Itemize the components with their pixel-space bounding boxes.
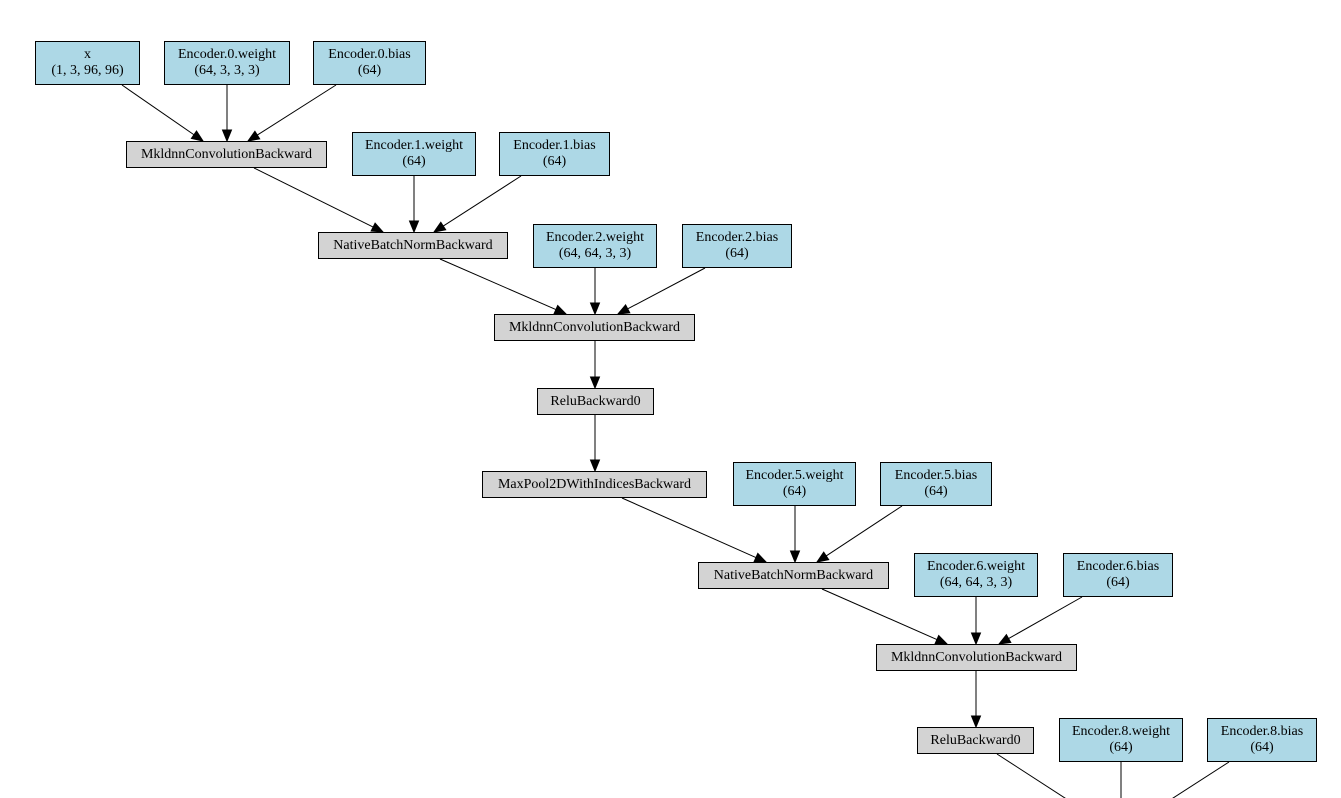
node-label: Encoder.5.bias	[894, 468, 978, 483]
node-mkldnn-convolution-backward-1: MkldnnConvolutionBackward	[126, 141, 327, 168]
edge-bn1-to-conv2	[439, 258, 557, 311]
node-encoder-0-weight: Encoder.0.weight (64, 3, 3, 3)	[164, 41, 290, 85]
node-encoder-6-bias: Encoder.6.bias (64)	[1063, 553, 1173, 597]
arrowhead	[432, 221, 447, 233]
edge-bn2-to-conv3	[821, 588, 938, 641]
node-label: MkldnnConvolutionBackward	[890, 649, 1063, 665]
node-label: Encoder.2.bias	[695, 230, 779, 245]
node-label: Encoder.8.bias	[1220, 724, 1304, 739]
arrowhead	[970, 632, 982, 646]
node-shape: (64)	[542, 154, 567, 169]
node-label: Encoder.2.weight	[546, 230, 644, 245]
node-label: Encoder.6.bias	[1076, 559, 1160, 574]
node-shape: (64)	[1106, 575, 1130, 590]
arrowhead	[589, 302, 601, 316]
node-encoder-5-bias: Encoder.5.bias (64)	[880, 462, 992, 506]
node-x: x (1, 3, 96, 96)	[35, 41, 140, 85]
node-label: Encoder.8.weight	[1072, 724, 1170, 739]
node-shape: (64)	[924, 484, 948, 499]
node-label: Encoder.1.bias	[513, 138, 596, 153]
node-shape: (64)	[725, 246, 749, 261]
node-shape: (64, 64, 3, 3)	[558, 246, 632, 261]
edge-enc6_bias-to-conv3	[1008, 596, 1083, 640]
node-shape: (64)	[1250, 740, 1274, 755]
edge-enc8_bias-to-next_op	[1172, 761, 1230, 798]
edge-enc0_bias-to-conv1	[257, 84, 337, 136]
node-encoder-0-bias: Encoder.0.bias (64)	[313, 41, 426, 85]
node-shape: (64)	[782, 484, 807, 499]
node-label: MaxPool2DWithIndicesBackward	[497, 476, 692, 492]
node-encoder-2-weight: Encoder.2.weight (64, 64, 3, 3)	[533, 224, 657, 268]
node-label: Encoder.5.weight	[745, 468, 844, 483]
node-label: NativeBatchNormBackward	[713, 567, 874, 583]
arrowhead	[370, 222, 385, 233]
node-mkldnn-convolution-backward-3: MkldnnConvolutionBackward	[876, 644, 1077, 671]
arrowhead	[934, 634, 949, 645]
node-native-batch-norm-backward-1: NativeBatchNormBackward	[318, 232, 508, 259]
node-shape: (64, 3, 3, 3)	[194, 63, 260, 78]
node-label: x	[84, 47, 91, 62]
node-encoder-8-bias: Encoder.8.bias (64)	[1207, 718, 1317, 762]
node-label: ReluBackward0	[550, 393, 641, 409]
node-mkldnn-convolution-backward-2: MkldnnConvolutionBackward	[494, 314, 695, 341]
arrowhead	[753, 552, 768, 563]
arrowhead	[553, 304, 568, 315]
arrowhead	[221, 129, 233, 143]
node-encoder-5-weight: Encoder.5.weight (64)	[733, 462, 856, 506]
node-encoder-2-bias: Encoder.2.bias (64)	[682, 224, 792, 268]
arrowhead	[997, 633, 1012, 645]
node-label: Encoder.1.weight	[365, 138, 463, 153]
arrowhead	[246, 130, 261, 142]
edge-x-to-conv1	[121, 84, 195, 136]
edge-conv1-to-bn1	[253, 167, 374, 228]
arrowhead	[408, 220, 420, 234]
edge-enc2_bias-to-conv2	[627, 267, 706, 310]
node-encoder-1-weight: Encoder.1.weight (64)	[352, 132, 476, 176]
arrowhead	[589, 459, 601, 473]
arrowhead	[190, 130, 205, 142]
node-label: Encoder.0.weight	[178, 47, 276, 62]
arrowhead	[616, 304, 631, 315]
edge-enc5_bias-to-bn2	[825, 505, 903, 557]
node-shape: (64, 64, 3, 3)	[939, 575, 1013, 590]
arrowhead	[589, 376, 601, 390]
node-label: Encoder.0.bias	[328, 47, 411, 62]
node-maxpool2d-with-indices-backward: MaxPool2DWithIndicesBackward	[482, 471, 707, 498]
node-encoder-8-weight: Encoder.8.weight (64)	[1059, 718, 1183, 762]
node-shape: (1, 3, 96, 96)	[51, 63, 124, 78]
node-label: MkldnnConvolutionBackward	[508, 319, 681, 335]
node-label: MkldnnConvolutionBackward	[140, 146, 313, 162]
node-relu-backward-2: ReluBackward0	[917, 727, 1034, 754]
arrowhead	[789, 550, 801, 564]
arrowhead	[970, 715, 982, 729]
node-label: NativeBatchNormBackward	[333, 237, 493, 253]
node-relu-backward-1: ReluBackward0	[537, 388, 654, 415]
node-encoder-6-weight: Encoder.6.weight (64, 64, 3, 3)	[914, 553, 1038, 597]
node-native-batch-norm-backward-2: NativeBatchNormBackward	[698, 562, 889, 589]
arrowhead	[815, 551, 830, 563]
node-label: Encoder.6.weight	[927, 559, 1025, 574]
edge-maxpool-to-bn2	[621, 497, 757, 558]
node-shape: (64)	[1109, 740, 1133, 755]
node-label: ReluBackward0	[930, 732, 1021, 748]
edge-relu2-to-next_op	[996, 753, 1066, 798]
node-shape: (64)	[402, 154, 426, 169]
edge-enc1_bias-to-bn1	[442, 175, 522, 227]
node-shape: (64)	[357, 63, 382, 78]
node-encoder-1-bias: Encoder.1.bias (64)	[499, 132, 610, 176]
